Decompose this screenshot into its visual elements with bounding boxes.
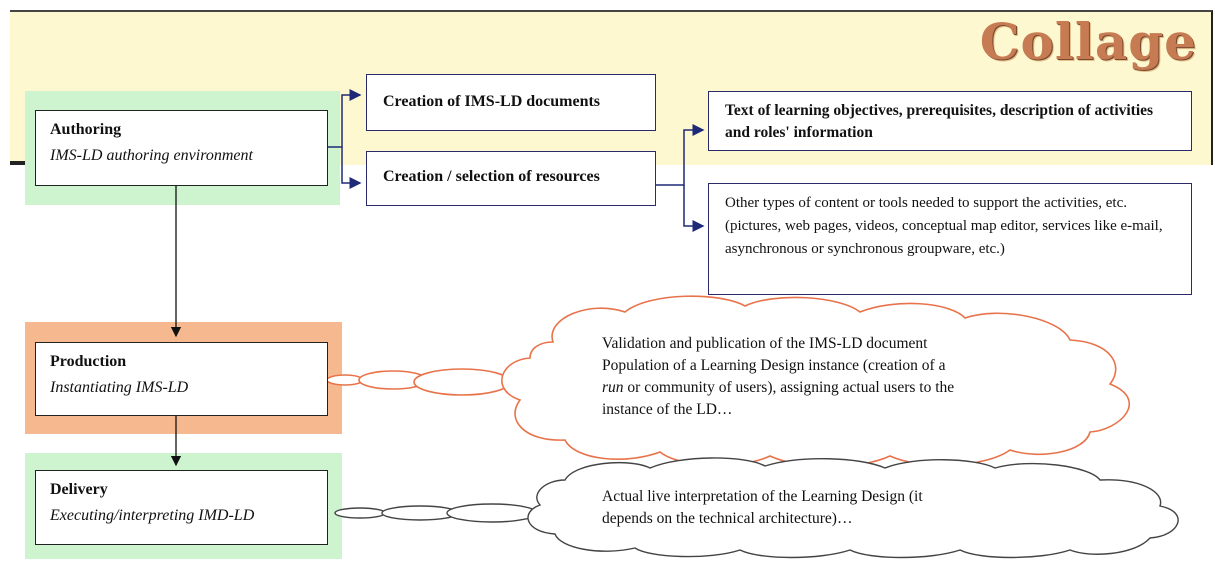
other-types-label: Other types of content or tools needed t…	[725, 195, 1163, 257]
production-cloud-run: run	[602, 379, 624, 396]
production-cloud-line1: Validation and publication of the IMS-LD…	[602, 335, 928, 352]
creation-docs-box: Creation of IMS-LD documents	[366, 74, 656, 131]
text-objectives-label: Text of learning objectives, prerequisit…	[725, 102, 1154, 141]
creation-docs-label: Creation of IMS-LD documents	[383, 93, 601, 110]
production-cloud-line3: or community of users), assigning actual…	[623, 379, 955, 396]
production-cloud-line4: instance of the LD…	[602, 401, 733, 418]
production-cloud-line2: Population of a Learning Design instance…	[602, 357, 946, 374]
production-title: Production	[50, 353, 127, 370]
delivery-cloud-line1: Actual live interpretation of the Learni…	[602, 488, 923, 505]
authoring-title: Authoring	[50, 121, 122, 138]
production-subtitle: Instantiating IMS-LD	[50, 379, 189, 396]
delivery-cloud-line2: depends on the technical architecture)…	[602, 510, 853, 527]
authoring-subtitle: IMS-LD authoring environment	[50, 147, 253, 164]
production-stage: Production Instantiating IMS-LD	[35, 342, 328, 416]
production-cloud-text: Validation and publication of the IMS-LD…	[602, 333, 1072, 421]
other-types-box: Other types of content or tools needed t…	[708, 183, 1192, 295]
delivery-title: Delivery	[50, 481, 108, 498]
banner-corner	[10, 161, 30, 165]
creation-resources-box: Creation / selection of resources	[366, 151, 656, 206]
delivery-cloud	[334, 457, 1179, 559]
creation-resources-label: Creation / selection of resources	[383, 168, 600, 185]
delivery-stage: Delivery Executing/interpreting IMD-LD	[35, 470, 328, 545]
authoring-stage: Authoring IMS-LD authoring environment	[35, 110, 328, 186]
collage-logo: Collage	[979, 12, 1197, 71]
text-objectives-box: Text of learning objectives, prerequisit…	[708, 91, 1192, 151]
delivery-cloud-text: Actual live interpretation of the Learni…	[602, 486, 1072, 530]
production-cloud	[326, 295, 1131, 468]
delivery-subtitle: Executing/interpreting IMD-LD	[50, 507, 255, 524]
